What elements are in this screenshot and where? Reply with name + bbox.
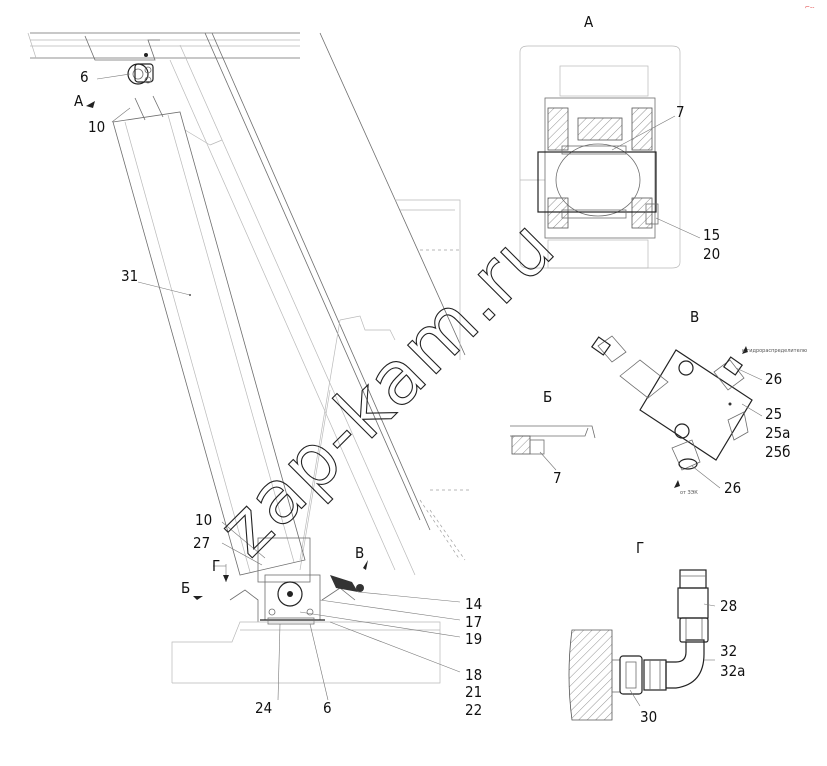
callout-22: 22	[465, 701, 482, 719]
view-b-title: Б	[543, 388, 552, 406]
main-view: 6 А 10 31 10 27 Г Б В 14 17 19 18 21 22 …	[27, 32, 482, 719]
view-v-callout-25b: 25б	[765, 443, 791, 461]
view-g-callout-32: 32	[720, 642, 737, 660]
view-a-callout-20: 20	[703, 245, 720, 263]
callout-21: 21	[465, 683, 482, 701]
callout-14: 14	[465, 595, 482, 613]
view-g-drawing	[568, 569, 716, 721]
callout-27: 27	[193, 534, 210, 552]
callout-10-top: 10	[88, 118, 105, 136]
view-b-drawing	[510, 425, 596, 471]
callout-17: 17	[465, 613, 482, 631]
view-v-note-top: к гидрораспределителю	[742, 348, 807, 354]
bottom-mount	[229, 537, 364, 625]
view-a-callout-7: 7	[676, 103, 685, 121]
top-frame-beam	[27, 32, 300, 61]
view-a: А 7 15 20	[519, 13, 720, 269]
callout-10-low: 10	[195, 511, 212, 529]
callout-31: 31	[121, 267, 138, 285]
corner-mark: ⌐‐‐	[805, 4, 814, 11]
view-a-title: А	[584, 13, 594, 31]
view-v-note-bottom: от ЗЭК	[680, 490, 698, 496]
view-g-marker: Г	[212, 557, 220, 575]
view-a-marker: А	[74, 92, 84, 110]
view-b: Б 7	[510, 388, 596, 487]
view-g-callout-28: 28	[720, 597, 737, 615]
view-v-callout-25: 25	[765, 405, 782, 423]
view-g-callout-32a: 32а	[720, 662, 745, 680]
view-v-drawing	[590, 335, 763, 489]
view-v-marker: В	[355, 544, 364, 562]
callout-6-bottom: 6	[323, 699, 332, 717]
view-b-callout-7: 7	[553, 469, 562, 487]
view-v-callout-26-bottom: 26	[724, 479, 741, 497]
view-g-title: Г	[636, 539, 644, 557]
view-a-callout-15: 15	[703, 226, 720, 244]
callout-18: 18	[465, 666, 482, 684]
view-b-marker: Б	[181, 579, 190, 597]
view-g-callout-30: 30	[640, 708, 657, 726]
view-v-callout-25a: 25а	[765, 424, 790, 442]
boom-structure	[169, 32, 470, 576]
callout-24: 24	[255, 699, 272, 717]
callout-19: 19	[465, 630, 482, 648]
view-a-drawing	[519, 45, 701, 269]
hydraulic-cylinder	[112, 95, 306, 576]
main-leaders	[86, 73, 461, 701]
base-frame	[171, 621, 441, 684]
view-v-title: В	[690, 308, 699, 326]
view-v: В к гидрораспределителю от ЗЭК 26 25	[590, 308, 807, 497]
view-g: Г 28 32 32а 30	[568, 539, 745, 726]
callout-6-top: 6	[80, 68, 89, 86]
view-v-callout-26-top: 26	[765, 370, 782, 388]
